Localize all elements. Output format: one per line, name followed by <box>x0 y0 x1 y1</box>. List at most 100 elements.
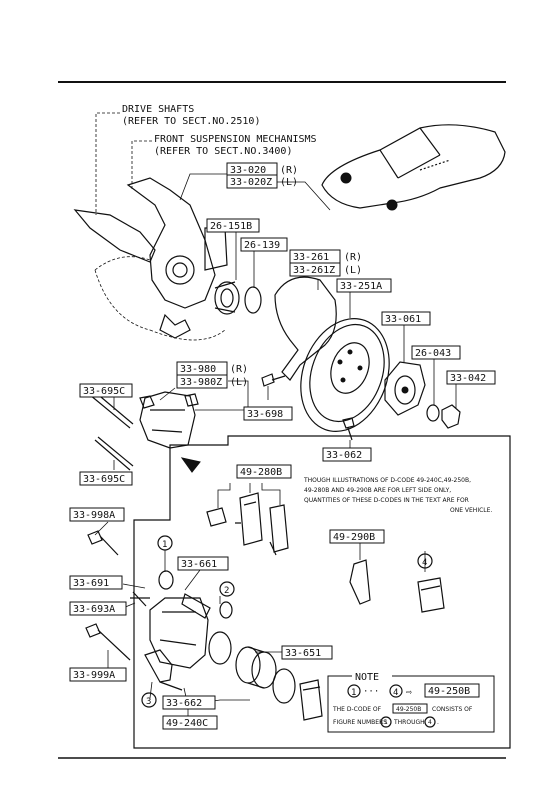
svg-text:33-980Z: 33-980Z <box>180 377 222 388</box>
svg-text:49-290B: 49-290B <box>333 532 375 543</box>
svg-text:THROUGH: THROUGH <box>393 719 425 726</box>
callout-1: 1 <box>157 535 173 551</box>
d-code-note-line2: 49-280B AND 49-290B ARE FOR LEFT SIDE ON… <box>304 487 451 494</box>
svg-text:33-261Z: 33-261Z <box>293 265 335 276</box>
svg-text:33-020Z: 33-020Z <box>230 177 272 188</box>
ref-drive-shafts-sect: (REFER TO SECT.NO.2510) <box>122 116 260 127</box>
svg-text:2: 2 <box>224 586 229 596</box>
hub-nut-illustration <box>441 404 461 429</box>
label-33-661: 33-661 <box>177 556 229 571</box>
svg-text:(L): (L) <box>280 177 298 188</box>
spring-lower-illustration <box>94 436 134 471</box>
piston-boot-illustration <box>272 668 296 704</box>
shim-49-290b-illustration <box>349 559 371 605</box>
svg-text:26-043: 26-043 <box>415 348 451 359</box>
label-33-998a: 33-998A <box>69 507 125 522</box>
label-33-662: 33-662 <box>162 695 216 710</box>
svg-text:33-695C: 33-695C <box>83 474 125 485</box>
label-49-280b: 49-280B <box>236 464 292 479</box>
knuckle-illustration <box>73 177 228 341</box>
label-26-043: 26-043 <box>411 345 461 360</box>
d-code-note-line3: QUANTITIES OF THESE D-CODES IN THE TEXT … <box>304 497 469 504</box>
leader-lines <box>94 173 457 716</box>
ref-drive-shafts: DRIVE SHAFTS <box>122 104 194 115</box>
callout-3: 3 <box>141 692 157 708</box>
pad-front-illustration <box>299 679 323 721</box>
svg-text:1: 1 <box>162 540 167 550</box>
svg-text:33-980: 33-980 <box>180 364 216 375</box>
svg-text:33-999A: 33-999A <box>73 670 115 681</box>
svg-text:49-250B: 49-250B <box>428 686 470 697</box>
note-box: NOTE 1 ··· 4 ⇨ 49-250B THE D-CODE OF 49-… <box>327 670 495 733</box>
label-33-251a: 33-251A <box>336 278 392 293</box>
piston-seal-illustration <box>208 631 232 665</box>
ref-front-suspension: FRONT SUSPENSION MECHANISMS <box>154 134 317 145</box>
callout-4: 4 <box>417 553 433 569</box>
svg-text:33-251A: 33-251A <box>340 281 382 292</box>
pad-kit-parts-illustration <box>206 483 289 556</box>
svg-text:NOTE: NOTE <box>355 672 379 683</box>
d-code-note-line4: ONE VEHICLE. <box>450 507 492 514</box>
svg-text:(L): (L) <box>230 377 248 388</box>
label-49-240c: 49-240C <box>162 715 218 730</box>
svg-text:···: ··· <box>363 687 379 697</box>
svg-text:33-061: 33-061 <box>385 314 421 325</box>
caliper-bracket-illustration <box>139 391 199 449</box>
snap-ring-illustration <box>244 286 262 314</box>
ref-front-suspension-sect: (REFER TO SECT.NO.3400) <box>154 146 292 157</box>
svg-text:33-042: 33-042 <box>450 373 486 384</box>
svg-text:33-651: 33-651 <box>285 648 321 659</box>
svg-text:33-261: 33-261 <box>293 252 329 263</box>
svg-text:.: . <box>437 719 439 726</box>
label-49-290b: 49-290B <box>329 529 385 544</box>
svg-text:(R): (R) <box>344 252 362 263</box>
svg-text:CONSISTS OF: CONSISTS OF <box>432 706 473 713</box>
svg-text:49-250B: 49-250B <box>396 706 421 713</box>
svg-text:1: 1 <box>384 719 388 726</box>
svg-text:26-139: 26-139 <box>244 240 280 251</box>
label-33-061: 33-061 <box>381 311 431 326</box>
svg-text:4: 4 <box>393 688 398 698</box>
piston-illustration <box>235 646 277 689</box>
bearing-illustration <box>214 281 240 315</box>
svg-text:33-661: 33-661 <box>181 559 217 570</box>
label-33-261: 33-261 33-261Z (R) (L) <box>289 249 362 277</box>
svg-text:⇨: ⇨ <box>406 687 412 698</box>
label-26-151b: 26-151B <box>206 218 260 233</box>
svg-text:33-062: 33-062 <box>326 450 362 461</box>
caliper-body-illustration <box>144 597 209 691</box>
wheel-hub-illustration <box>384 361 426 416</box>
screw-33-062-illustration <box>342 417 355 441</box>
svg-text:49-240C: 49-240C <box>166 718 208 729</box>
washer-illustration <box>426 404 440 422</box>
label-33-693a: 33-693A <box>69 601 127 616</box>
svg-text:33-695C: 33-695C <box>83 386 125 397</box>
svg-text:3: 3 <box>146 697 151 707</box>
svg-text:(L): (L) <box>344 265 362 276</box>
long-bolt-illustration <box>85 623 131 661</box>
svg-text:33-998A: 33-998A <box>73 510 115 521</box>
svg-text:4: 4 <box>428 719 432 726</box>
label-33-698: 33-698 <box>243 406 293 421</box>
svg-text:33-691: 33-691 <box>73 578 109 589</box>
dust-cover-illustration <box>274 276 337 381</box>
label-33-695c-top: 33-695C <box>79 383 133 398</box>
label-33-999a: 33-999A <box>69 667 127 682</box>
svg-text:THE D-CODE OF: THE D-CODE OF <box>332 706 382 713</box>
label-26-139: 26-139 <box>240 237 288 252</box>
svg-text:33-698: 33-698 <box>247 409 283 420</box>
svg-text:49-280B: 49-280B <box>240 467 282 478</box>
label-33-980: 33-980 33-980Z (R) (L) <box>176 361 248 389</box>
svg-text:26-151B: 26-151B <box>210 221 252 232</box>
bolt-33-698-illustration <box>261 373 286 387</box>
guide-pin-parts-illustration <box>130 570 233 619</box>
svg-text:33-662: 33-662 <box>166 698 202 709</box>
mounting-bolt-illustration <box>87 530 119 556</box>
svg-text:FIGURE NUMBERS: FIGURE NUMBERS <box>333 719 387 726</box>
svg-text:1: 1 <box>351 688 356 698</box>
caliper-group-outline <box>133 435 511 749</box>
callout-2: 2 <box>219 581 235 597</box>
svg-text:33-693A: 33-693A <box>73 604 115 615</box>
brake-disc-illustration <box>300 318 390 432</box>
